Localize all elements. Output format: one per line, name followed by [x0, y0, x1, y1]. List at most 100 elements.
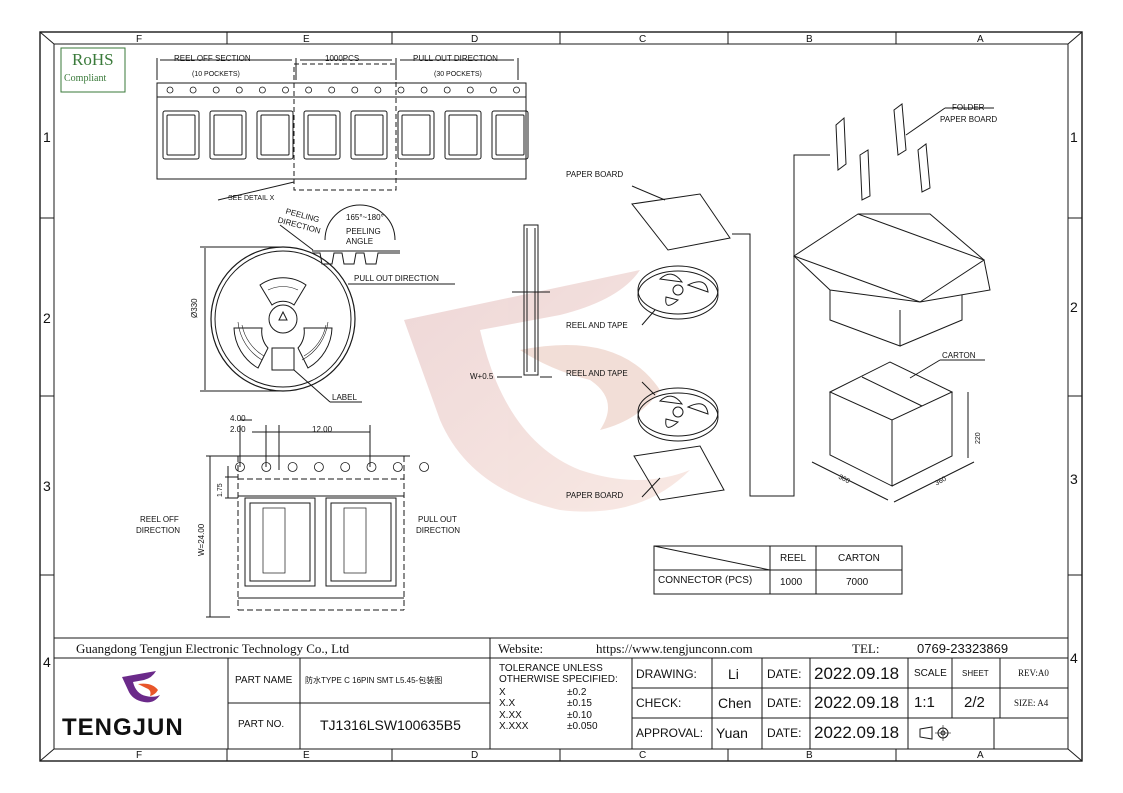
- paper-board-bottom-label: PAPER BOARD: [566, 491, 624, 500]
- tol-val-1: ±0.15: [567, 698, 592, 709]
- dim-12-label: 12.00: [312, 425, 333, 434]
- row-label-1-right: 1: [1070, 129, 1078, 145]
- company-name: Guangdong Tengjun Electronic Technology …: [76, 641, 350, 656]
- tape-pocket: [397, 110, 435, 160]
- row-label-4-right: 4: [1070, 650, 1078, 666]
- projection-symbol-icon: [919, 725, 951, 741]
- tape-pocket: [444, 110, 482, 160]
- tape-pocket: [303, 110, 341, 160]
- sprocket-hole: [420, 86, 428, 94]
- drawing-label: DRAWING:: [636, 667, 697, 681]
- sprocket-hole: [466, 86, 474, 94]
- sprocket-hole: [443, 86, 451, 94]
- tol-key-2: X.XX: [499, 710, 522, 721]
- detail-sprocket-hole: [261, 462, 272, 472]
- carton-height-label: 220: [975, 432, 982, 444]
- date-value-2: 2022.09.18: [814, 693, 900, 712]
- reel-diameter-label: Ø330: [190, 298, 199, 318]
- logo-wordmark: TENGJUN: [62, 714, 184, 741]
- tape-pocket: [491, 110, 529, 160]
- sprocket-hole: [351, 86, 359, 94]
- col-label-a-bottom: A: [977, 750, 984, 761]
- folder-paper-board-label: PAPER BOARD: [940, 115, 998, 124]
- col-label-b-bottom: B: [806, 750, 813, 761]
- qty-row-label: CONNECTOR (PCS): [658, 575, 753, 586]
- reel-and-tape-label-1: REEL AND TAPE: [566, 321, 628, 330]
- row-label-2-right: 2: [1070, 299, 1078, 315]
- tape-pocket: [350, 110, 388, 160]
- date-value-3: 2022.09.18: [814, 723, 900, 742]
- tape-pocket-inner: [307, 114, 337, 156]
- rohs-title: RoHS: [72, 50, 114, 69]
- scale-label: SCALE: [914, 668, 947, 679]
- sprocket-hole: [282, 86, 289, 94]
- part-name-label: PART NAME: [235, 675, 293, 686]
- detail-sprocket-hole: [392, 462, 403, 472]
- tol-val-2: ±0.10: [567, 710, 592, 721]
- sprocket-hole: [328, 86, 336, 94]
- reel-off-direction-label-2: DIRECTION: [136, 526, 180, 535]
- sprocket-hole: [305, 86, 313, 94]
- rohs-subtitle: Compliant: [64, 73, 107, 84]
- col-label-e-bottom: E: [303, 750, 310, 761]
- tape-pocket-inner: [448, 114, 478, 156]
- website-url[interactable]: https://www.tengjunconn.com: [596, 641, 753, 656]
- detail-sprocket-hole: [419, 462, 430, 472]
- date-label-3: DATE:: [767, 726, 802, 740]
- sheet-value: 2/2: [964, 694, 985, 711]
- reel-off-pockets-label: (10 POCKETS): [192, 71, 240, 78]
- qty-carton-value: 7000: [846, 577, 869, 588]
- title-block-grid: [54, 637, 1068, 749]
- tape-pocket-inner: [401, 114, 431, 156]
- angle-range-label: 165°~180°: [346, 213, 384, 222]
- pull-out-direction-label-reel: PULL OUT DIRECTION: [354, 274, 439, 283]
- tape-pocket-inner: [260, 114, 290, 156]
- packaging-sequence: [631, 103, 994, 503]
- dim-2-label: 2.00: [230, 425, 246, 434]
- scale-value: 1:1: [914, 694, 935, 711]
- col-label-f-top: F: [136, 34, 143, 45]
- row-label-3-left: 3: [43, 478, 51, 494]
- drawing-by: Li: [728, 666, 739, 682]
- part-name-value: 防水TYPE C 16PIN SMT L5.45-包装图: [305, 676, 443, 685]
- tape-pocket: [162, 110, 200, 160]
- tol-val-3: ±0.050: [567, 721, 598, 732]
- col-label-c-bottom: C: [639, 750, 647, 761]
- sprocket-hole: [166, 86, 174, 94]
- tape-pocket: [256, 110, 294, 160]
- detail-sprocket-hole: [287, 462, 298, 472]
- date-label-1: DATE:: [767, 667, 802, 681]
- sprocket-hole: [397, 86, 405, 94]
- paper-board-top-label: PAPER BOARD: [566, 170, 624, 179]
- sprocket-hole: [489, 86, 497, 94]
- col-label-d-bottom: D: [471, 750, 479, 761]
- dim-4-label: 4.00: [230, 414, 246, 423]
- tape-pocket: [209, 110, 247, 160]
- col-label-c-top: C: [639, 34, 647, 45]
- reel-front-view: [200, 204, 455, 403]
- date-value-1: 2022.09.18: [814, 664, 900, 683]
- detail-x-view: [206, 419, 410, 618]
- tolerance-line-2: OTHERWISE SPECIFIED:: [499, 674, 618, 685]
- sheet-label: SHEET: [962, 669, 989, 678]
- detail-sprocket-hole: [235, 462, 245, 472]
- part-no-value: TJ1316LSW100635B5: [320, 717, 461, 733]
- approval-label: APPROVAL:: [636, 726, 704, 740]
- col-label-f-bottom: F: [136, 750, 143, 761]
- pull-out-pockets-label: (30 POCKETS): [434, 71, 482, 78]
- row-label-2-left: 2: [43, 310, 51, 326]
- peeling-angle-label-2: ANGLE: [346, 237, 374, 246]
- tengjun-logo-mark: [122, 671, 160, 703]
- reel-off-section-label: REEL OFF SECTION: [174, 54, 251, 63]
- qty-header-carton: CARTON: [838, 553, 880, 564]
- detail-sprocket-holes: [235, 462, 430, 472]
- reel-and-tape-label-2: REEL AND TAPE: [566, 369, 628, 378]
- tape-pocket-inner: [213, 114, 243, 156]
- dim-w24-label: W=24.00: [197, 523, 206, 556]
- reel-width-label: W+0.5: [470, 372, 494, 381]
- tape-pocket-inner: [495, 114, 525, 156]
- tol-key-1: X.X: [499, 698, 516, 709]
- reel-off-direction-label-1: REEL OFF: [140, 515, 179, 524]
- tel-number: 0769-23323869: [917, 641, 1009, 656]
